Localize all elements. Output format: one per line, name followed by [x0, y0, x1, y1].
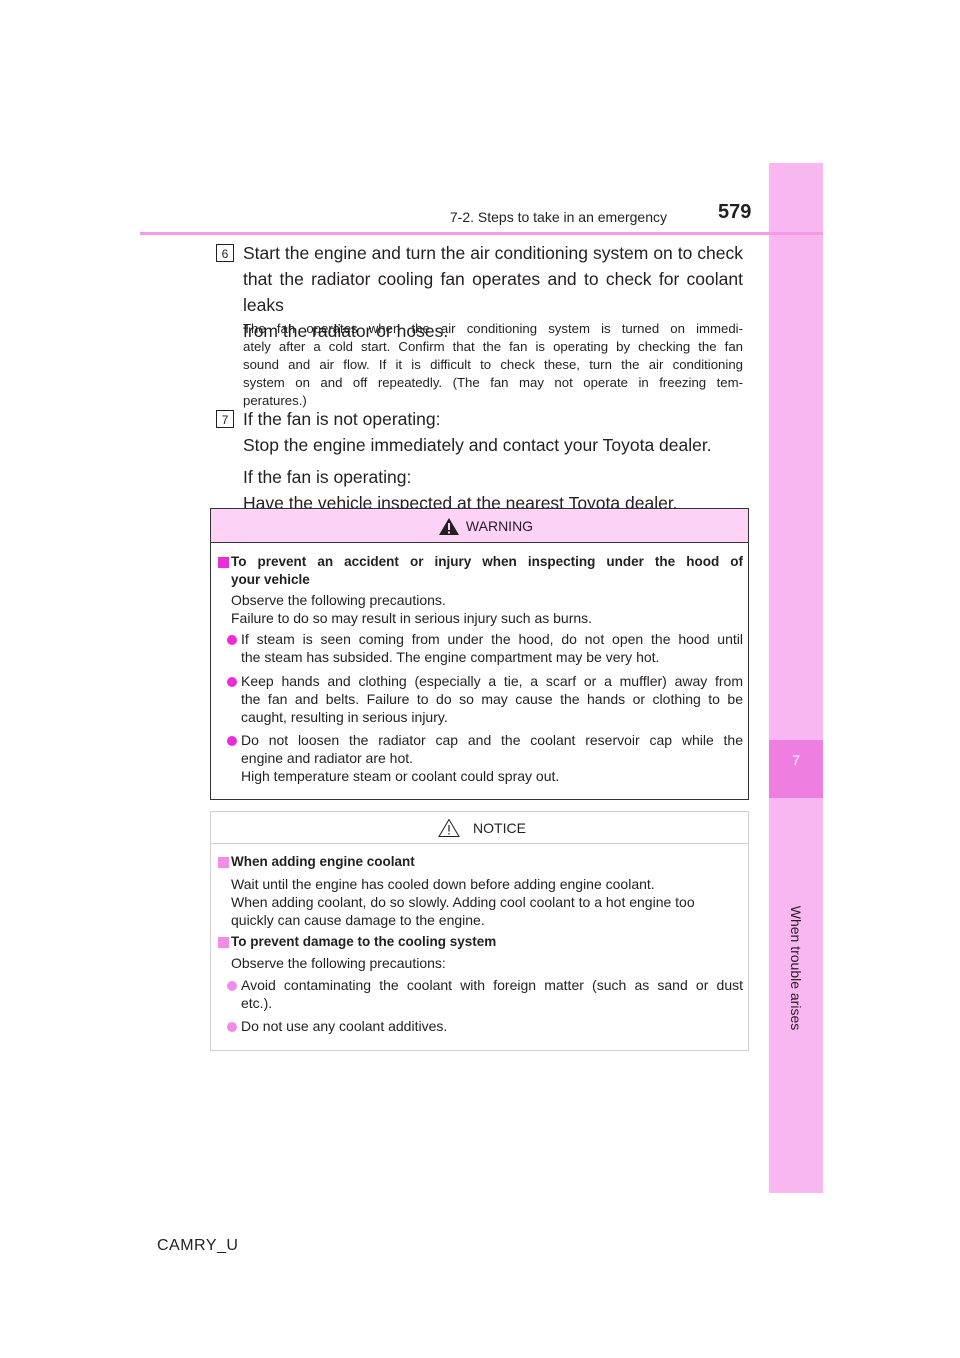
- square-bullet-icon: [218, 857, 229, 868]
- step-7-text: If the fan is not operating: Stop the en…: [243, 406, 743, 516]
- notice-title: NOTICE: [473, 820, 526, 836]
- notice-bullet-line: Do not use any coolant additives.: [241, 1018, 448, 1034]
- notice-line: quickly can cause damage to the engine.: [231, 912, 485, 928]
- warning-bullet-line: Keep hands and clothing (especially a ti…: [241, 673, 743, 689]
- warning-bullet-line: caught, resulting in serious injury.: [241, 709, 448, 725]
- warning-bullet: Keep hands and clothing (especially a ti…: [241, 672, 743, 726]
- section-title: 7-2. Steps to take in an emergency: [449, 209, 667, 225]
- step-6-line: that the radiator cooling fan operates a…: [243, 269, 743, 315]
- chapter-title: When trouble arises: [788, 905, 804, 1031]
- round-bullet-icon: [227, 736, 237, 746]
- warning-intro: Observe the following precautions. Failu…: [231, 591, 743, 627]
- warning-bullet: Do not loosen the radiator cap and the c…: [241, 731, 743, 785]
- chapter-tab: [769, 740, 823, 798]
- notice-box: NOTICE When adding engine coolant Wait u…: [210, 811, 749, 1051]
- step-7-line: If the fan is not operating:: [243, 409, 441, 429]
- document-code: CAMRY_U: [157, 1237, 239, 1254]
- notice-bullet-line: etc.).: [241, 995, 273, 1011]
- note-line: peratures.): [243, 393, 307, 408]
- step-6-note: The fan operates when the air conditioni…: [243, 320, 743, 410]
- chapter-sidebar: [769, 163, 823, 1193]
- chapter-number: 7: [792, 752, 800, 768]
- notice-line: Wait until the engine has cooled down be…: [231, 876, 655, 892]
- warning-bullet-line: engine and radiator are hot.: [241, 750, 414, 766]
- square-bullet-icon: [218, 557, 229, 568]
- notice-line: Observe the following precautions:: [231, 955, 446, 971]
- header-rule: [140, 232, 823, 235]
- warning-title: WARNING: [465, 518, 534, 534]
- warning-header: WARNING: [211, 509, 748, 543]
- round-bullet-icon: [227, 1022, 237, 1032]
- warning-box: WARNING To prevent an accident or injury…: [210, 508, 749, 800]
- round-bullet-icon: [227, 635, 237, 645]
- warning-bullet-line: Do not loosen the radiator cap and the c…: [241, 732, 743, 748]
- step-number-6: 6: [216, 244, 234, 262]
- notice-heading: When adding engine coolant: [231, 854, 415, 869]
- warning-bullet-line: High temperature steam or coolant could …: [241, 768, 560, 784]
- step-6-line: from the radiator or hoses.: [243, 321, 449, 341]
- note-line: ately after a cold start. Confirm that t…: [243, 339, 743, 354]
- warning-bullet-line: the steam has subsided. The engine compa…: [241, 649, 660, 665]
- warning-intro-line: Failure to do so may result in serious i…: [231, 610, 593, 626]
- notice-heading: To prevent damage to the cooling system: [231, 934, 497, 949]
- note-line: sound and air flow. If it is difficult t…: [243, 357, 743, 372]
- warning-heading-line: your vehicle: [231, 572, 310, 587]
- notice-bullet: Avoid contaminating the coolant with for…: [241, 976, 743, 1012]
- step-7-line: If the fan is operating:: [243, 467, 412, 487]
- warning-bullet: If steam is seen coming from under the h…: [241, 630, 743, 666]
- step-7-line: Stop the engine immediately and contact …: [243, 435, 712, 455]
- square-bullet-icon: [218, 937, 229, 948]
- warning-bullet-line: If steam is seen coming from under the h…: [241, 631, 743, 647]
- notice-header: NOTICE: [211, 812, 748, 844]
- round-bullet-icon: [227, 981, 237, 991]
- warning-heading: To prevent an accident or injury when in…: [231, 553, 743, 589]
- warning-heading-line: To prevent an accident or injury when in…: [231, 554, 743, 569]
- note-line: system on and off repeatedly. (The fan m…: [243, 375, 743, 390]
- warning-intro-line: Observe the following precautions.: [231, 592, 446, 608]
- notice-text: Wait until the engine has cooled down be…: [231, 875, 743, 929]
- warning-triangle-icon: [439, 518, 459, 535]
- step-6-text: Start the engine and turn the air condit…: [243, 240, 743, 344]
- round-bullet-icon: [227, 677, 237, 687]
- warning-bullet-line: the fan and belts. Failure to do so may …: [241, 691, 743, 707]
- notice-bullet-line: Avoid contaminating the coolant with for…: [241, 977, 743, 993]
- page-number: 579: [718, 201, 752, 223]
- caution-triangle-icon: [438, 818, 460, 837]
- note-line: The fan operates when the air conditioni…: [243, 321, 743, 336]
- step-number-7: 7: [216, 410, 234, 428]
- notice-line: When adding coolant, do so slowly. Addin…: [231, 894, 695, 910]
- step-6-line: Start the engine and turn the air condit…: [243, 243, 743, 263]
